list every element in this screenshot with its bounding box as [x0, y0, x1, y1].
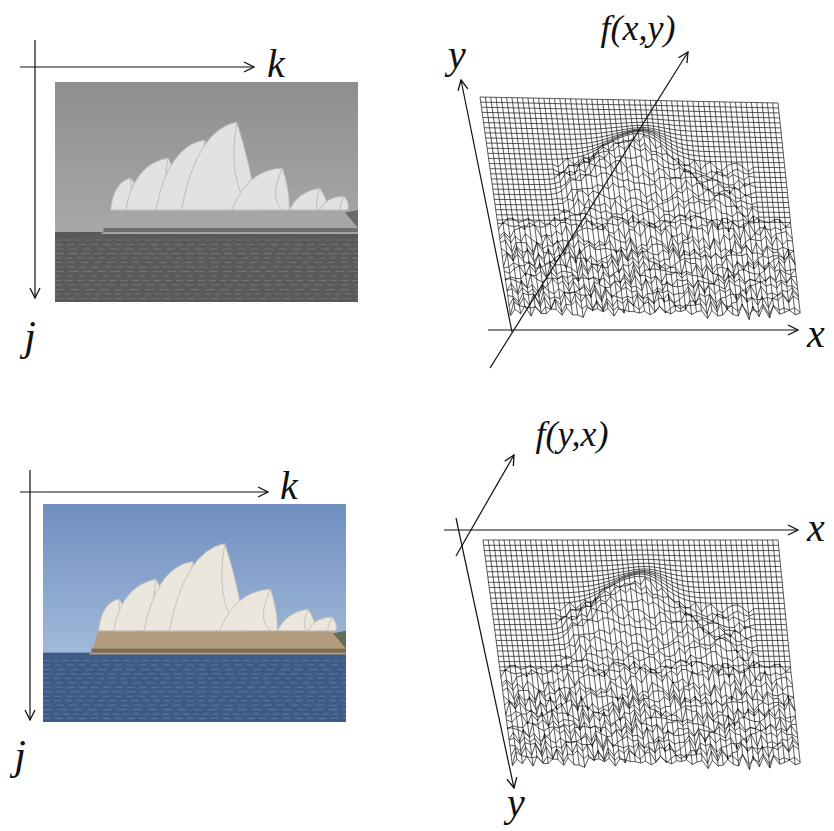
- axis-label: k: [280, 466, 298, 506]
- axis-line: [456, 455, 514, 556]
- axis-label: y: [507, 783, 525, 823]
- surface-mesh: [483, 540, 800, 770]
- axis-line: [490, 52, 688, 368]
- axis-label: x: [807, 508, 825, 548]
- axis-line: [29, 470, 30, 720]
- axis-line: [444, 529, 798, 530]
- axis-label: y: [448, 35, 466, 75]
- axis-label: j: [14, 734, 26, 776]
- axis-line: [488, 329, 798, 330]
- surface-mesh: [480, 97, 800, 319]
- photo: [55, 82, 358, 302]
- axis-line: [456, 518, 514, 788]
- axis-line: [34, 40, 35, 298]
- photo: [43, 504, 346, 722]
- axis-label: x: [807, 314, 825, 354]
- axis-line: [20, 491, 268, 492]
- axis-label: f(y,x): [536, 416, 609, 452]
- axis-line: [20, 66, 254, 67]
- axis-label: j: [24, 315, 36, 357]
- axis-label: f(x,y): [601, 10, 676, 46]
- axis-label: k: [267, 44, 285, 84]
- axis-line: [461, 80, 512, 332]
